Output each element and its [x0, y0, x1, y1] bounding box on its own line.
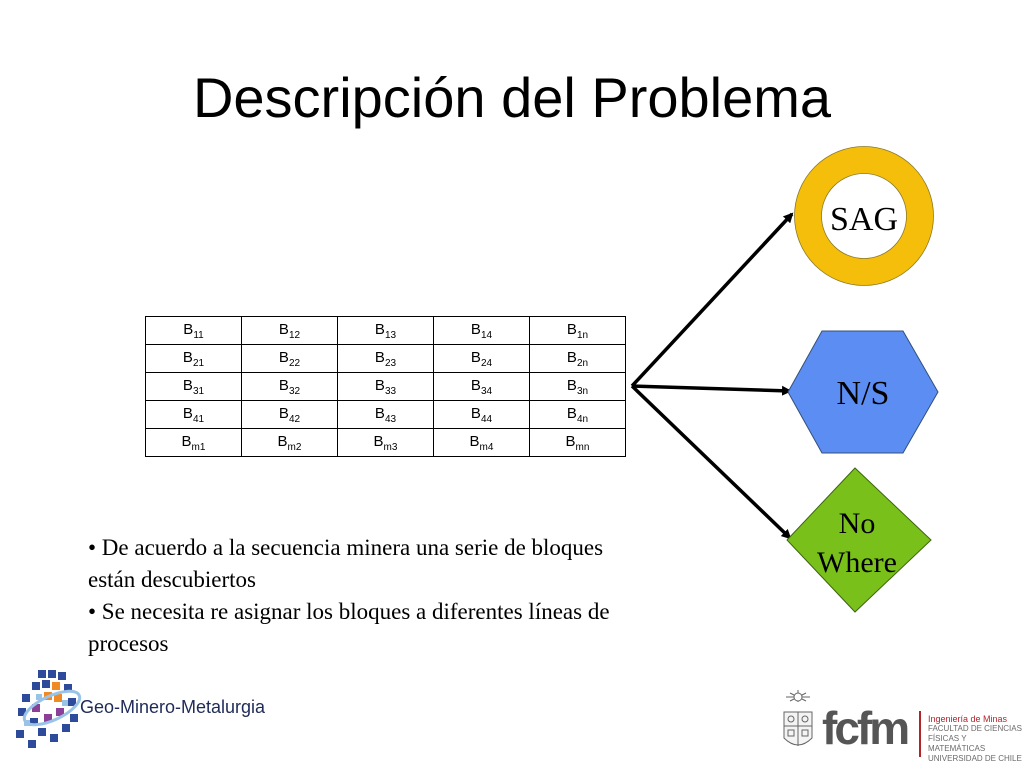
- block-letter: B: [181, 432, 192, 450]
- block-letter: B: [182, 348, 193, 366]
- block-letter: B: [373, 432, 384, 450]
- sag-label: SAG: [830, 201, 898, 238]
- fcfm-department: Ingeniería de Minas: [928, 714, 1008, 724]
- block-letter: B: [183, 320, 194, 338]
- block-letter: B: [278, 404, 289, 422]
- block-cell: Bm3: [337, 428, 434, 457]
- block-letter: B: [278, 376, 289, 394]
- arrow-to-sag: [630, 212, 794, 388]
- bullet-list: • De acuerdo a la secuencia minera una s…: [88, 532, 648, 660]
- block-cell: Bm1: [145, 428, 242, 457]
- block-index: m2: [287, 441, 302, 453]
- block-cell: B22: [241, 344, 338, 373]
- block-letter: B: [566, 348, 577, 366]
- geo-minero-logo-text: Geo-Minero-Metalurgia: [80, 697, 266, 717]
- nowhere-label-line1: No: [839, 507, 876, 540]
- block-index: 24: [480, 357, 493, 369]
- block-letter: B: [374, 376, 385, 394]
- block-index: 13: [384, 329, 397, 341]
- block-letter: B: [470, 348, 481, 366]
- block-letter: B: [278, 320, 289, 338]
- block-cell: B1n: [529, 316, 626, 345]
- fcfm-line-2: FÍSICAS Y MATEMÁTICAS: [928, 734, 986, 753]
- block-cell: Bm4: [433, 428, 530, 457]
- block-index: m3: [383, 441, 398, 453]
- block-cell: B14: [433, 316, 530, 345]
- block-index: 4n: [576, 413, 589, 425]
- block-cell: B32: [241, 372, 338, 401]
- block-cell: B3n: [529, 372, 626, 401]
- block-cell: B44: [433, 400, 530, 429]
- slide-title: Descripción del Problema: [192, 66, 832, 129]
- fcfm-subtitle: Ingeniería de Minas FACULTAD DE CIENCIAS…: [928, 714, 1024, 764]
- arrow-to-ns: [631, 384, 792, 396]
- block-index: 2n: [576, 357, 589, 369]
- block-letter: B: [566, 320, 577, 338]
- ns-hexagon: N/S: [787, 330, 939, 454]
- block-index: 1n: [576, 329, 589, 341]
- block-index: 11: [193, 329, 204, 341]
- block-letter: B: [470, 404, 481, 422]
- block-cell: B34: [433, 372, 530, 401]
- block-letter: B: [565, 432, 576, 450]
- university-crest-icon: [783, 690, 813, 746]
- block-letter: B: [470, 320, 481, 338]
- block-letter: B: [470, 376, 481, 394]
- geo-minero-logo-icon: [16, 670, 82, 748]
- fcfm-brand: fcfm: [822, 702, 910, 754]
- block-cell: B11: [145, 316, 242, 345]
- block-letter: B: [566, 376, 577, 394]
- block-index: 43: [384, 413, 397, 425]
- block-index: 34: [480, 385, 493, 397]
- block-cell: Bmn: [529, 428, 626, 457]
- block-cell: B2n: [529, 344, 626, 373]
- block-letter: B: [182, 404, 193, 422]
- bullet-item-1: • De acuerdo a la secuencia minera una s…: [88, 535, 604, 592]
- sag-mill-ring: SAG: [794, 146, 934, 286]
- block-cell: B24: [433, 344, 530, 373]
- block-letter: B: [566, 404, 577, 422]
- block-cell: B41: [145, 400, 242, 429]
- block-letter: B: [277, 432, 288, 450]
- arrow-to-nowhere: [630, 384, 792, 540]
- block-index: 21: [192, 357, 205, 369]
- block-index: 23: [384, 357, 397, 369]
- fcfm-divider: [919, 711, 921, 757]
- block-index: 3n: [576, 385, 589, 397]
- block-cell: B4n: [529, 400, 626, 429]
- block-letter: B: [374, 404, 385, 422]
- block-cell: Bm2: [241, 428, 338, 457]
- block-index: m1: [191, 441, 206, 453]
- block-letter: B: [182, 376, 193, 394]
- ns-label: N/S: [837, 375, 890, 412]
- block-index: 31: [192, 385, 205, 397]
- fcfm-line-3: UNIVERSIDAD DE CHILE: [928, 754, 1022, 763]
- block-index: mn: [575, 441, 590, 453]
- nowhere-diamond: No Where: [786, 467, 932, 613]
- block-letter: B: [374, 348, 385, 366]
- block-letter: B: [469, 432, 480, 450]
- block-index: 41: [192, 413, 205, 425]
- block-index: 32: [288, 385, 301, 397]
- block-index: 14: [480, 329, 493, 341]
- block-letter: B: [374, 320, 385, 338]
- bullet-item-2: • Se necesita re asignar los bloques a d…: [88, 599, 610, 656]
- block-index: 22: [288, 357, 301, 369]
- block-index: 33: [384, 385, 397, 397]
- block-index: 44: [480, 413, 493, 425]
- fcfm-line-1: FACULTAD DE CIENCIAS: [928, 724, 1022, 733]
- block-letter: B: [278, 348, 289, 366]
- block-index: 42: [288, 413, 301, 425]
- nowhere-label-line2: Where: [817, 546, 897, 579]
- block-index: 12: [288, 329, 301, 341]
- block-index: m4: [479, 441, 494, 453]
- block-cell: B12: [241, 316, 338, 345]
